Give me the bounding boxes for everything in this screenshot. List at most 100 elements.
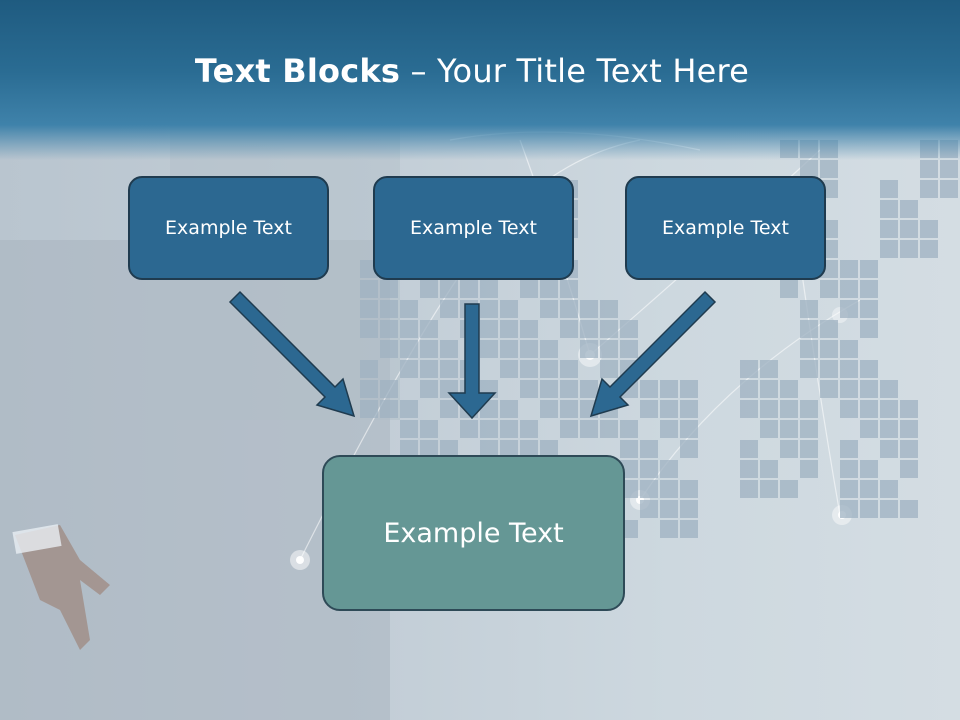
map-pixel (900, 500, 918, 518)
map-pixel (420, 440, 438, 458)
map-pixel (900, 460, 918, 478)
map-pixel (820, 320, 838, 338)
map-pixel (540, 440, 558, 458)
map-pixel (860, 460, 878, 478)
map-pixel (860, 400, 878, 418)
text-block-3[interactable]: Example Text (625, 176, 826, 280)
map-pixel (920, 160, 938, 178)
map-pixel (600, 360, 618, 378)
map-pixel (360, 280, 378, 298)
map-pixel (580, 380, 598, 398)
hand-graphic (12, 524, 110, 650)
map-pixel (840, 300, 858, 318)
map-pixel (840, 480, 858, 498)
map-pixel (780, 480, 798, 498)
map-pixel (820, 340, 838, 358)
map-pixel (820, 380, 838, 398)
map-pixel (560, 360, 578, 378)
map-pixel (360, 400, 378, 418)
map-pixel (900, 240, 918, 258)
map-pixel (800, 440, 818, 458)
map-pixel (380, 380, 398, 398)
map-pixel (360, 380, 378, 398)
map-pixel (760, 360, 778, 378)
map-pixel (860, 500, 878, 518)
map-pixel (680, 380, 698, 398)
map-pixel (660, 400, 678, 418)
map-pixel (540, 280, 558, 298)
map-pixel (620, 440, 638, 458)
map-pixel (620, 340, 638, 358)
map-pixel (780, 400, 798, 418)
map-pixel (800, 320, 818, 338)
map-pixel (660, 380, 678, 398)
map-pixel (460, 280, 478, 298)
map-pixel (900, 400, 918, 418)
map-pixel (660, 520, 678, 538)
map-pixel (900, 440, 918, 458)
map-pixel (520, 440, 538, 458)
arrow-center (447, 303, 497, 420)
text-block-1[interactable]: Example Text (128, 176, 329, 280)
map-pixel (400, 440, 418, 458)
map-pixel (860, 360, 878, 378)
map-pixel (580, 340, 598, 358)
map-pixel (800, 460, 818, 478)
header-band (0, 0, 960, 160)
map-pixel (480, 300, 498, 318)
map-pixel (420, 320, 438, 338)
map-pixel (360, 300, 378, 318)
map-pixel (740, 460, 758, 478)
text-block-2-label: Example Text (410, 217, 537, 239)
map-pixel (460, 420, 478, 438)
map-pixel (640, 400, 658, 418)
map-pixel (920, 180, 938, 198)
map-pixel (600, 420, 618, 438)
map-pixel (880, 420, 898, 438)
map-pixel (760, 420, 778, 438)
map-pixel (880, 380, 898, 398)
map-pixel (580, 300, 598, 318)
map-pixel (380, 280, 398, 298)
map-pixel (880, 200, 898, 218)
map-pixel (760, 380, 778, 398)
map-pixel (800, 400, 818, 418)
map-pixel (880, 500, 898, 518)
map-pixel (740, 480, 758, 498)
map-pixel (640, 460, 658, 478)
map-pixel (500, 340, 518, 358)
arrow-left (228, 290, 356, 418)
map-pixel (740, 440, 758, 458)
map-pixel (680, 500, 698, 518)
map-pixel (580, 420, 598, 438)
map-pixel (860, 480, 878, 498)
map-pixel (380, 400, 398, 418)
map-pixel (840, 340, 858, 358)
map-pixel (440, 400, 458, 418)
map-pixel (480, 280, 498, 298)
map-pixel (560, 400, 578, 418)
map-pixel (920, 220, 938, 238)
map-pixel (560, 280, 578, 298)
map-pixel (820, 280, 838, 298)
map-pixel (880, 180, 898, 198)
map-pixel (760, 480, 778, 498)
map-pixel (740, 360, 758, 378)
map-pixel (860, 260, 878, 278)
map-pixel (780, 440, 798, 458)
map-pixel (640, 440, 658, 458)
map-pixel (400, 420, 418, 438)
map-pixel (800, 340, 818, 358)
map-pixel (860, 320, 878, 338)
map-pixel (480, 440, 498, 458)
title-bold: Text Blocks (194, 52, 401, 90)
map-pixel (480, 340, 498, 358)
map-pixel (840, 440, 858, 458)
text-block-2[interactable]: Example Text (373, 176, 574, 280)
map-pixel (920, 240, 938, 258)
map-pixel (740, 380, 758, 398)
text-block-1-label: Example Text (165, 217, 292, 239)
main-text-block[interactable]: Example Text (322, 455, 625, 611)
map-pixel (640, 480, 658, 498)
map-pixel (660, 500, 678, 518)
